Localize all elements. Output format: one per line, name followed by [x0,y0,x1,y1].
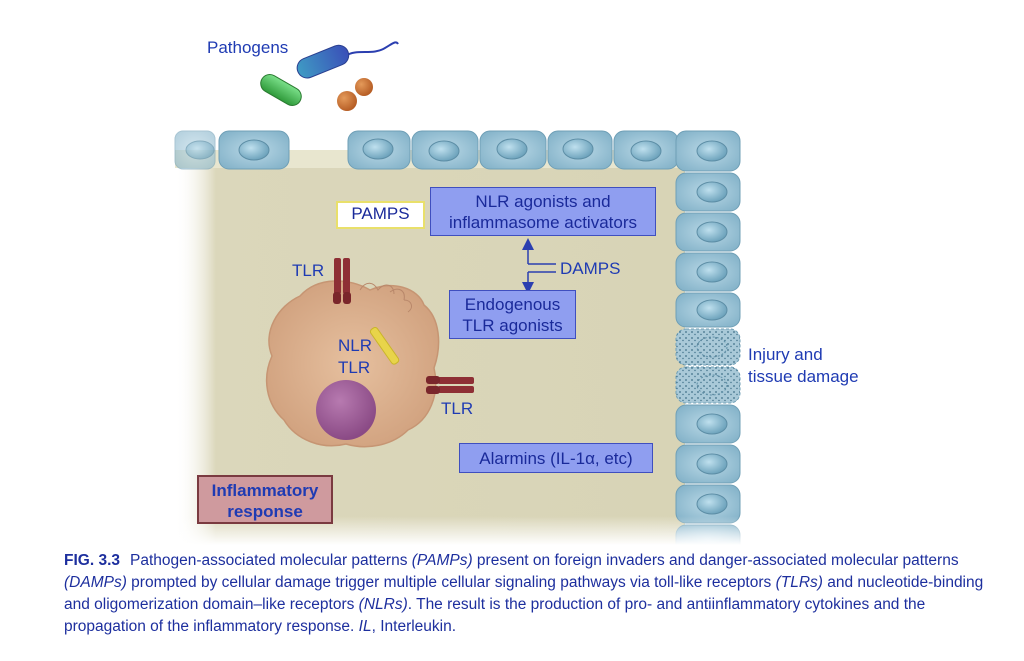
endogenous-line1: Endogenous [464,295,561,314]
damaged-cells [675,328,741,404]
pamps-label: PAMPS [351,204,410,223]
inflammatory-response-box: Inflammatory response [197,475,333,524]
tlr-label-right: TLR [441,399,474,418]
endogenous-line2: TLR agonists [462,316,563,335]
caption-text-2: present on foreign invaders and danger-a… [472,552,959,569]
pathogens-label: Pathogens [207,38,289,57]
cocci-bacteria [337,78,373,111]
inflammatory-line2: response [227,502,303,521]
flagellated-bacterium [296,41,399,79]
tlr-receptor-top [333,258,351,304]
nlr-receptor [369,327,400,365]
macrophage-cell [265,280,440,448]
inflammatory-line1: Inflammatory [211,481,319,500]
nucleus [316,380,376,440]
caption-nlrs-abbrev: (NLRs) [358,596,408,613]
nlr-label: NLR [338,336,373,355]
tlr-label-top: TLR [292,261,325,280]
epithelial-layer-top [174,130,679,170]
caption-text-1: Pathogen-associated molecular patterns [130,552,412,569]
alarmins-label: Alarmins (IL-1α, etc) [479,449,633,468]
nlr-agonists-line2: inflammasome activators [448,213,637,232]
figure-caption: FIG. 3.3 Pathogen-associated molecular pa… [64,550,994,638]
nlr-agonists-line1: NLR agonists and [475,192,611,211]
damps-arrows [522,238,556,294]
rod-bacterium-green [260,74,302,106]
pathogens-group [260,41,399,111]
nlr-agonists-box: NLR agonists and inflammasome activators [430,187,656,236]
caption-tlrs-abbrev: (TLRs) [775,574,823,591]
figure-panel: Pathogens PAMPS NLR agonists and inflamm… [170,38,859,545]
endogenous-tlr-box: Endogenous TLR agonists [449,290,576,339]
caption-text-3: prompted by cellular damage trigger mult… [126,574,776,591]
injury-line2: tissue damage [748,367,859,386]
caption-pamps-abbrev: (PAMPs) [411,552,473,569]
caption-text-4: and nucleotide-binding and oligomerizati… [64,574,984,613]
tlr-receptor-right [426,376,474,394]
pamps-box: PAMPS [336,201,425,229]
tlr-label-mid: TLR [338,358,371,377]
caption-text-5: . The result is the production of pro- a… [64,596,926,635]
caption-damps-abbrev: (DAMPs) [64,574,127,591]
caption-text-6: , Interleukin. [371,618,457,635]
caption-il-abbrev: IL [358,618,372,635]
injury-line1: Injury and [748,345,823,364]
damps-label: DAMPS [560,259,621,278]
figure-number: FIG. 3.3 [64,552,120,569]
alarmins-box: Alarmins (IL-1α, etc) [459,443,653,473]
